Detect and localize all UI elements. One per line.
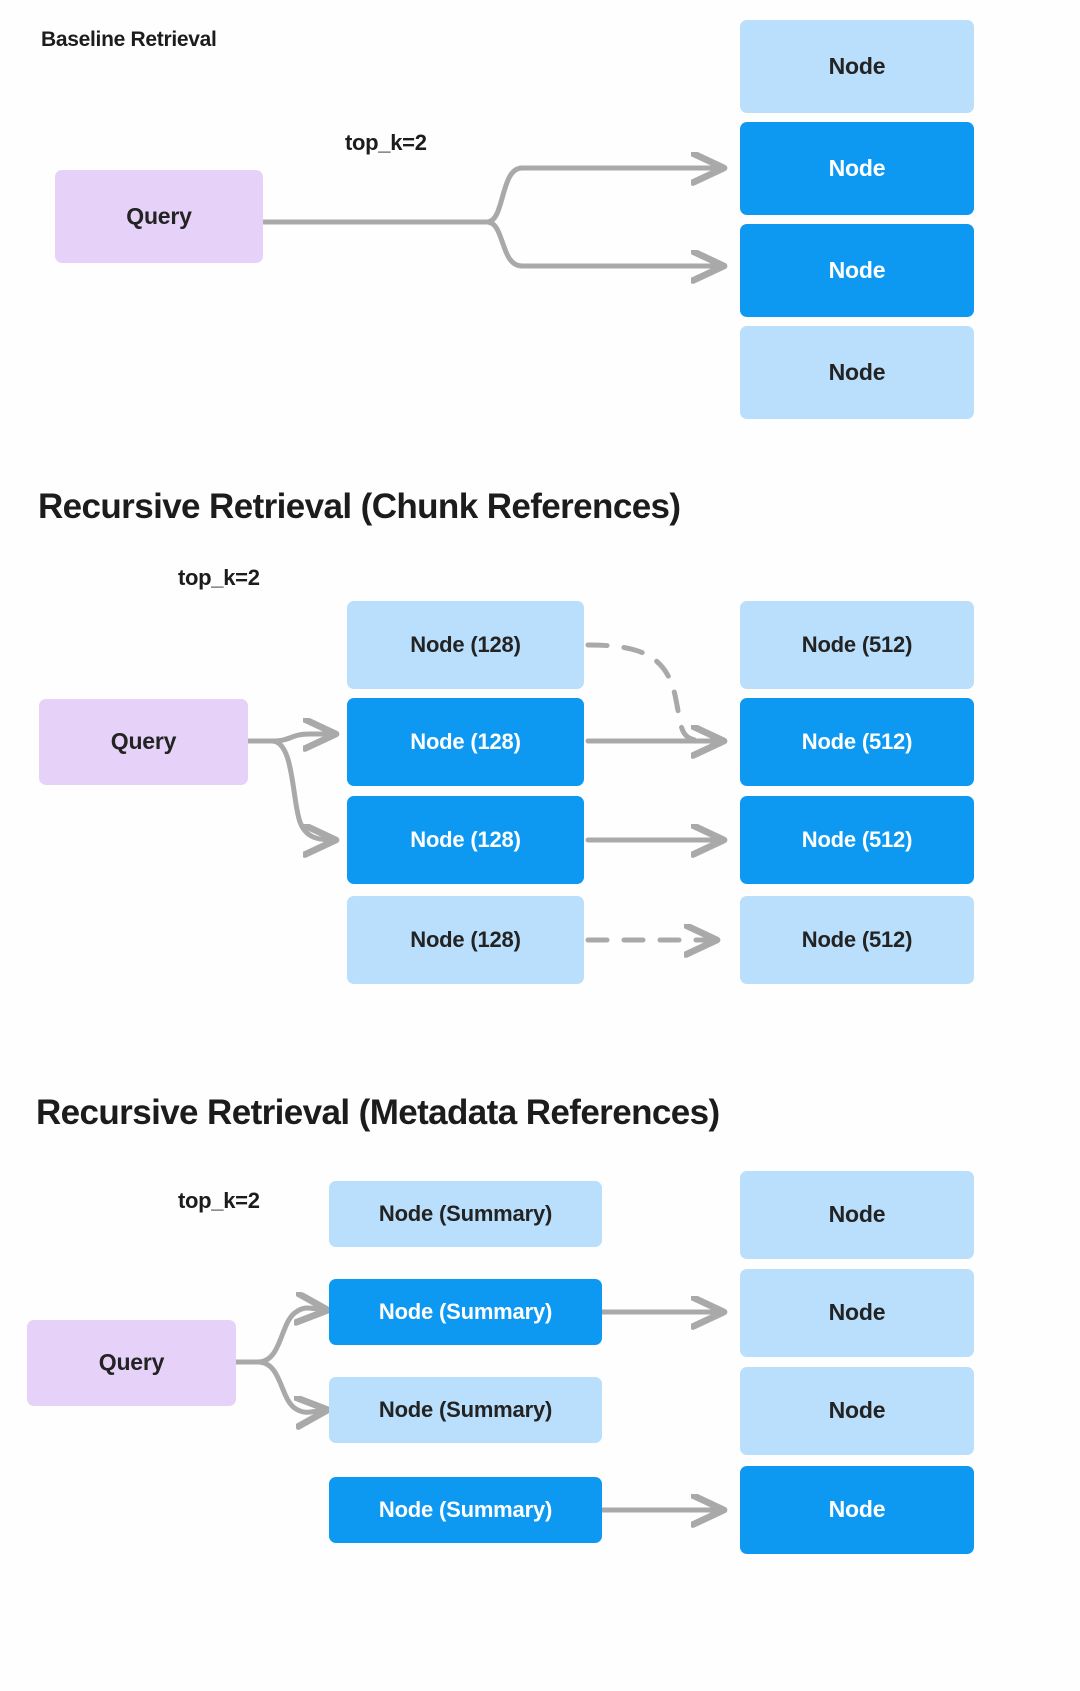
node-box-document-3[interactable]: Node [740,1367,974,1455]
node-label: Node (128) [410,926,521,952]
metadata-query-connectors [233,1308,326,1412]
node-box-document-2[interactable]: Node [740,1269,974,1357]
node-box-summary-2[interactable]: Node (Summary) [329,1279,602,1345]
topk-label-metadata-references: top_k=2 [178,1188,260,1213]
node-label: Node (Summary) [378,1298,553,1324]
node-box-chunk512-3[interactable]: Node (512) [740,796,974,884]
node-box-summary-3[interactable]: Node (Summary) [329,1377,602,1443]
node-label: Node (512) [801,728,913,754]
node-box-baseline-3[interactable]: Node [740,224,974,317]
node-box-chunk512-1[interactable]: Node (512) [740,601,974,689]
node-label: Node (128) [410,631,521,657]
baseline-connectors [261,168,722,266]
node-label: Node [828,154,886,181]
node-box-chunk128-1[interactable]: Node (128) [347,601,584,689]
query-box-label: Query [126,202,192,229]
topk-label-chunk-references: top_k=2 [178,565,260,590]
node-box-chunk128-2[interactable]: Node (128) [347,698,584,786]
node-box-document-1[interactable]: Node [740,1171,974,1259]
node-box-summary-4[interactable]: Node (Summary) [329,1477,602,1543]
node-box-summary-1[interactable]: Node (Summary) [329,1181,602,1247]
node-label: Node (Summary) [378,1496,553,1522]
query-box-label: Query [110,728,177,755]
node-label: Node (512) [801,926,913,952]
section-title-metadata-references: Recursive Retrieval (Metadata References… [36,1093,720,1132]
node-label: Node (128) [410,728,521,754]
node-box-chunk512-4[interactable]: Node (512) [740,896,974,984]
query-box-chunk-references[interactable]: Query [39,699,248,785]
node-box-baseline-4[interactable]: Node [740,326,974,419]
node-label: Node [828,256,886,283]
node-label: Node (128) [410,826,521,852]
node-label: Node [828,1496,886,1523]
node-box-chunk128-4[interactable]: Node (128) [347,896,584,984]
node-label: Node [828,1201,886,1228]
chunk-row1-dashed-connector [585,642,703,744]
node-box-document-4[interactable]: Node [740,1466,974,1554]
node-box-chunk128-3[interactable]: Node (128) [347,796,584,884]
node-label: Node [828,52,886,79]
node-label: Node (Summary) [378,1200,553,1226]
node-label: Node (512) [801,826,913,852]
section-title-chunk-references: Recursive Retrieval (Chunk References) [38,487,681,526]
section-title-baseline: Baseline Retrieval [41,28,217,51]
node-label: Node [828,358,886,385]
query-box-metadata-references[interactable]: Query [27,1320,236,1406]
node-label: Node (512) [801,631,913,657]
node-label: Node [828,1299,886,1326]
node-label: Node (Summary) [378,1396,553,1422]
query-box-baseline[interactable]: Query [55,170,263,263]
chunk-query-connectors [245,734,334,840]
topk-label-baseline: top_k=2 [345,130,427,155]
node-label: Node [828,1397,886,1424]
query-box-label: Query [98,1349,165,1376]
node-box-baseline-2[interactable]: Node [740,122,974,215]
node-box-chunk512-2[interactable]: Node (512) [740,698,974,786]
node-box-baseline-1[interactable]: Node [740,20,974,113]
